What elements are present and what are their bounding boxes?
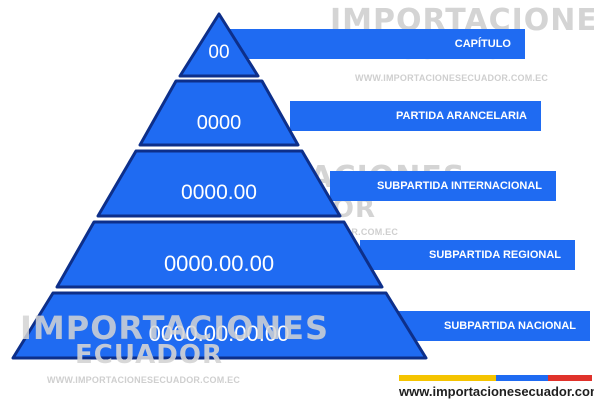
level-label: PARTIDA ARANCELARIA xyxy=(396,110,527,122)
level-code-subpartida-regional: 0000.00.00 xyxy=(163,251,275,276)
label-bar-subpartida-internacional: SUBPARTIDA INTERNACIONAL xyxy=(330,171,556,201)
level-code-subpartida-internacional: 0000.00 xyxy=(181,181,257,204)
pyramid-level-1 xyxy=(178,12,260,78)
level-code-partida-arancelaria: 0000 xyxy=(196,112,242,134)
flag-stripe-red xyxy=(548,375,592,381)
flag-stripe-yellow xyxy=(399,375,496,381)
pyramid-level-2 xyxy=(138,79,300,147)
flag-stripe-blue xyxy=(496,375,548,381)
pyramid-level-5 xyxy=(11,291,428,360)
level-label: SUBPARTIDA NACIONAL xyxy=(444,320,576,332)
label-bar-capitulo: CAPÍTULO xyxy=(222,29,525,59)
pyramid-level-3 xyxy=(96,149,342,218)
label-bar-subpartida-regional: SUBPARTIDA REGIONAL xyxy=(360,240,575,270)
watermark-url-top: WWW.IMPORTACIONESECUADOR.COM.EC xyxy=(355,73,549,83)
footer-url: www.importacionesecuador.com.ec xyxy=(399,384,594,399)
level-code-subpartida-nacional: 0000.00.00.00 xyxy=(148,321,290,346)
level-code-capitulo: 00 xyxy=(208,42,230,63)
level-label: SUBPARTIDA INTERNACIONAL xyxy=(377,180,542,192)
level-label: CAPÍTULO xyxy=(454,38,511,50)
watermark-url-bottom: WWW.IMPORTACIONESECUADOR.COM.EC xyxy=(47,375,241,385)
pyramid-level-4 xyxy=(55,220,384,289)
watermark-title-bottom: IMPORTACIONES xyxy=(20,309,329,347)
level-label: SUBPARTIDA REGIONAL xyxy=(429,249,561,261)
label-bar-subpartida-nacional: SUBPARTIDA NACIONAL xyxy=(390,311,590,341)
label-bar-partida-arancelaria: PARTIDA ARANCELARIA xyxy=(290,101,541,131)
watermark-subtitle-bottom: ECUADOR xyxy=(75,340,223,370)
